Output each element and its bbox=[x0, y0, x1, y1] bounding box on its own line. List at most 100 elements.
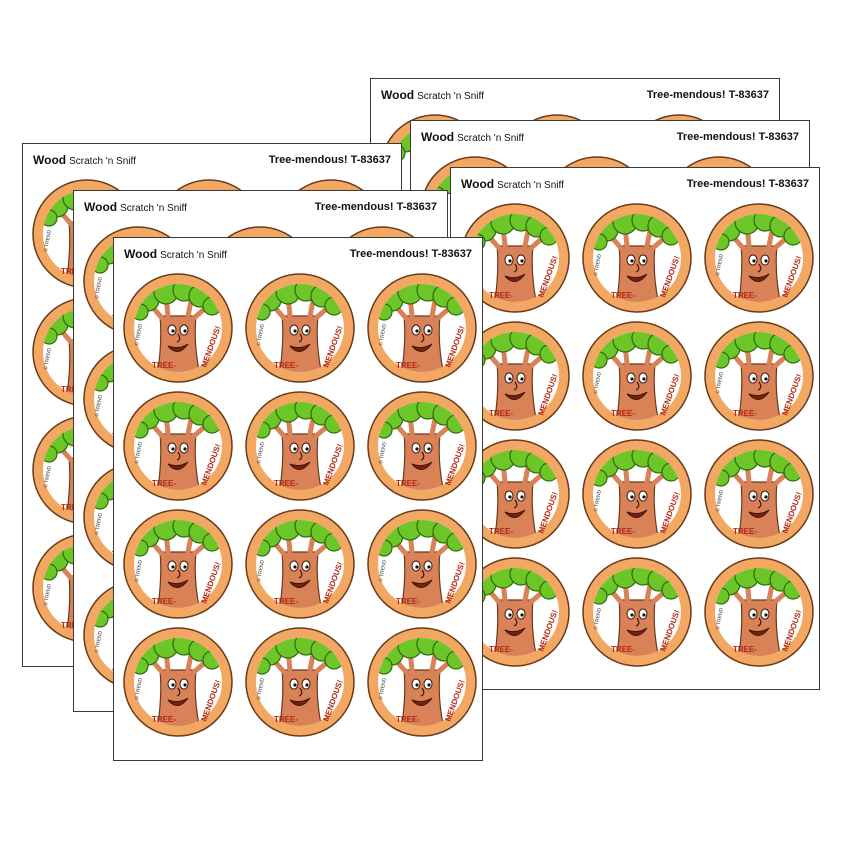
tree-sticker: TREE-MENDOUS!© TREND bbox=[367, 391, 477, 501]
copyright-mark: © TREND bbox=[255, 677, 266, 700]
tree-sticker: TREE-MENDOUS!© TREND bbox=[123, 391, 233, 501]
product-title: Tree-mendous! T-83637 bbox=[314, 201, 437, 213]
tree-sticker: TREE-MENDOUS!© TREND bbox=[367, 273, 477, 383]
sticker-text-left: TREE- bbox=[274, 479, 298, 488]
copyright-mark: © TREND bbox=[42, 347, 53, 370]
scratch-sniff-label: Scratch 'n Sniff bbox=[160, 250, 227, 261]
copyright-mark: © TREND bbox=[714, 607, 725, 630]
tree-sticker: TREE-MENDOUS!© TREND bbox=[245, 273, 355, 383]
product-title: Tree-mendous! T-83637 bbox=[676, 131, 799, 143]
tree-sticker: TREE-MENDOUS!© TREND bbox=[367, 627, 477, 737]
tree-sticker: TREE-MENDOUS!© TREND bbox=[245, 627, 355, 737]
copyright-mark: © TREND bbox=[714, 253, 725, 276]
copyright-mark: © TREND bbox=[42, 465, 53, 488]
sticker-text-left: TREE- bbox=[396, 361, 420, 370]
tree-sticker: TREE-MENDOUS!© TREND bbox=[704, 557, 814, 667]
copyright-mark: © TREND bbox=[592, 607, 603, 630]
scratch-sniff-label: Scratch 'n Sniff bbox=[457, 133, 524, 144]
sticker-text-left: TREE- bbox=[396, 479, 420, 488]
sticker-text-left: TREE- bbox=[489, 645, 513, 654]
tree-sticker: TREE-MENDOUS!© TREND bbox=[245, 391, 355, 501]
copyright-mark: © TREND bbox=[133, 441, 144, 464]
scratch-sniff-label: Scratch 'n Sniff bbox=[69, 156, 136, 167]
tree-sticker: TREE-MENDOUS!© TREND bbox=[460, 557, 570, 667]
sticker-text-left: TREE- bbox=[489, 409, 513, 418]
product-title: Tree-mendous! T-83637 bbox=[646, 89, 769, 101]
sticker-text-left: TREE- bbox=[489, 291, 513, 300]
sticker-text-left: TREE- bbox=[396, 715, 420, 724]
sticker-text-left: TREE- bbox=[733, 291, 757, 300]
copyright-mark: © TREND bbox=[93, 512, 104, 535]
scent-label: Wood bbox=[461, 177, 495, 191]
copyright-mark: © TREND bbox=[377, 441, 388, 464]
copyright-mark: © TREND bbox=[592, 253, 603, 276]
scent-label: Wood bbox=[421, 130, 455, 144]
copyright-mark: © TREND bbox=[255, 559, 266, 582]
sticker-text-left: TREE- bbox=[733, 527, 757, 536]
copyright-mark: © TREND bbox=[133, 323, 144, 346]
sticker-text-left: TREE- bbox=[152, 479, 176, 488]
scent-label: Wood bbox=[33, 153, 67, 167]
sticker-text-left: TREE- bbox=[611, 291, 635, 300]
copyright-mark: © TREND bbox=[377, 559, 388, 582]
sticker-text-left: TREE- bbox=[611, 409, 635, 418]
scratch-sniff-label: Scratch 'n Sniff bbox=[497, 180, 564, 191]
copyright-mark: © TREND bbox=[714, 489, 725, 512]
copyright-mark: © TREND bbox=[93, 630, 104, 653]
tree-sticker: TREE-MENDOUS!© TREND bbox=[582, 557, 692, 667]
copyright-mark: © TREND bbox=[377, 677, 388, 700]
sticker-text-left: TREE- bbox=[274, 597, 298, 606]
copyright-mark: © TREND bbox=[592, 371, 603, 394]
copyright-mark: © TREND bbox=[133, 677, 144, 700]
tree-sticker: TREE-MENDOUS!© TREND bbox=[460, 321, 570, 431]
tree-sticker: TREE-MENDOUS!© TREND bbox=[704, 203, 814, 313]
tree-sticker: TREE-MENDOUS!© TREND bbox=[123, 273, 233, 383]
scratch-sniff-label: Scratch 'n Sniff bbox=[417, 91, 484, 102]
copyright-mark: © TREND bbox=[42, 229, 53, 252]
sticker-text-left: TREE- bbox=[274, 715, 298, 724]
sticker-text-left: TREE- bbox=[489, 527, 513, 536]
tree-sticker: TREE-MENDOUS!© TREND bbox=[582, 321, 692, 431]
sticker-text-left: TREE- bbox=[274, 361, 298, 370]
tree-sticker: TREE-MENDOUS!© TREND bbox=[123, 627, 233, 737]
product-title: Tree-mendous! T-83637 bbox=[349, 248, 472, 260]
tree-sticker: TREE-MENDOUS!© TREND bbox=[582, 439, 692, 549]
copyright-mark: © TREND bbox=[133, 559, 144, 582]
sticker-text-left: TREE- bbox=[396, 597, 420, 606]
scent-label: Wood bbox=[84, 200, 118, 214]
sticker-text-left: TREE- bbox=[152, 715, 176, 724]
tree-sticker: TREE-MENDOUS!© TREND bbox=[123, 509, 233, 619]
tree-sticker: TREE-MENDOUS!© TREND bbox=[460, 203, 570, 313]
tree-sticker: TREE-MENDOUS!© TREND bbox=[704, 321, 814, 431]
sticker-text-left: TREE- bbox=[611, 645, 635, 654]
copyright-mark: © TREND bbox=[93, 394, 104, 417]
tree-sticker: TREE-MENDOUS!© TREND bbox=[704, 439, 814, 549]
copyright-mark: © TREND bbox=[255, 441, 266, 464]
product-title: Tree-mendous! T-83637 bbox=[268, 154, 391, 166]
scent-label: Wood bbox=[124, 247, 158, 261]
sticker-text-left: TREE- bbox=[733, 409, 757, 418]
sticker-text-left: TREE- bbox=[733, 645, 757, 654]
sticker-text-left: TREE- bbox=[152, 597, 176, 606]
sticker-text-left: TREE- bbox=[152, 361, 176, 370]
copyright-mark: © TREND bbox=[592, 489, 603, 512]
scent-label: Wood bbox=[381, 88, 415, 102]
copyright-mark: © TREND bbox=[255, 323, 266, 346]
tree-sticker: TREE-MENDOUS!© TREND bbox=[367, 509, 477, 619]
scratch-sniff-label: Scratch 'n Sniff bbox=[120, 203, 187, 214]
tree-sticker: TREE-MENDOUS!© TREND bbox=[582, 203, 692, 313]
copyright-mark: © TREND bbox=[42, 583, 53, 606]
product-title: Tree-mendous! T-83637 bbox=[686, 178, 809, 190]
copyright-mark: © TREND bbox=[377, 323, 388, 346]
sticker-text-left: TREE- bbox=[611, 527, 635, 536]
